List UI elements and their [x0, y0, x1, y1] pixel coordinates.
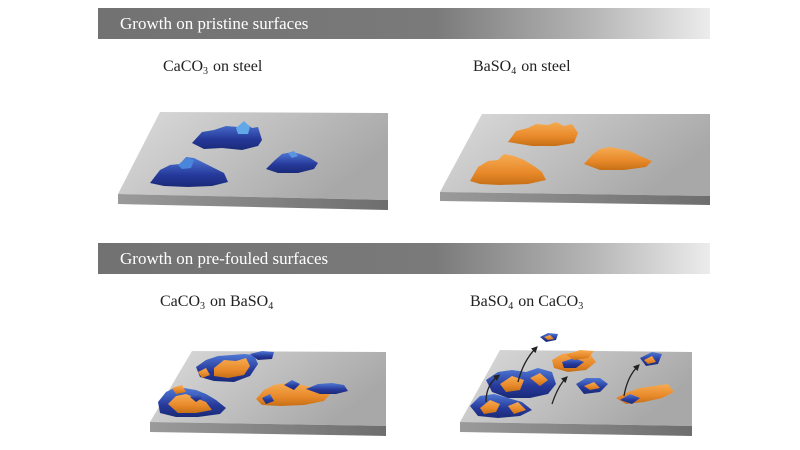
label-formula: BaSO	[473, 58, 512, 75]
baso4-deposit	[584, 147, 652, 170]
label-subscript: 4	[511, 66, 517, 77]
panel-caco3-on-baso4	[150, 351, 386, 436]
section-title-pristine: Growth on pristine surfaces	[120, 14, 309, 33]
label-substrate: on steel	[521, 58, 571, 75]
detachment-arrow	[623, 364, 640, 397]
panel-baso4-on-steel	[440, 114, 710, 205]
composite-deposit	[616, 352, 674, 404]
baso4-deposit	[508, 122, 578, 146]
detached-flake	[540, 333, 558, 342]
section-header-pristine: Growth on pristine surfaces	[98, 8, 710, 39]
label-substrate: on BaSO	[210, 293, 269, 310]
composite-deposit	[196, 351, 274, 382]
composite-deposit	[256, 380, 348, 406]
caco3-deposit	[266, 151, 318, 173]
label-subscript: 4	[268, 301, 274, 312]
label-subscript: 3	[200, 301, 205, 312]
section-header-prefouled: Growth on pre-fouled surfaces	[98, 243, 710, 274]
caco3-deposit	[150, 157, 228, 187]
panel-caco3-on-steel	[118, 112, 388, 210]
label-subscript: 4	[508, 301, 514, 312]
steel-plate	[440, 114, 710, 205]
caco3-deposit	[192, 121, 262, 150]
detached-flake	[566, 350, 594, 360]
label-substrate: on steel	[213, 58, 263, 75]
label-formula: BaSO	[470, 293, 509, 310]
panel-label-baso4-on-steel: BaSO4 on steel	[473, 58, 571, 77]
panel-label-caco3-on-steel: CaCO3 on steel	[163, 58, 263, 77]
label-substrate: on CaCO	[518, 293, 579, 310]
panel-label-caco3-on-baso4: CaCO3 on BaSO4	[160, 293, 274, 312]
label-subscript: 3	[578, 301, 584, 312]
baso4-deposit	[470, 154, 546, 185]
composite-deposit	[158, 385, 226, 417]
label-formula: CaCO	[160, 293, 200, 310]
panel-baso4-on-caco3	[460, 333, 692, 436]
detachment-arrow	[551, 376, 568, 405]
detachment-arrow	[517, 346, 538, 383]
label-subscript: 3	[203, 66, 208, 77]
steel-plate	[118, 112, 388, 210]
detachment-arrow	[485, 374, 501, 403]
section-title-prefouled: Growth on pre-fouled surfaces	[120, 249, 329, 268]
panel-label-baso4-on-caco3: BaSO4 on CaCO3	[470, 293, 584, 312]
label-formula: CaCO	[163, 58, 203, 75]
